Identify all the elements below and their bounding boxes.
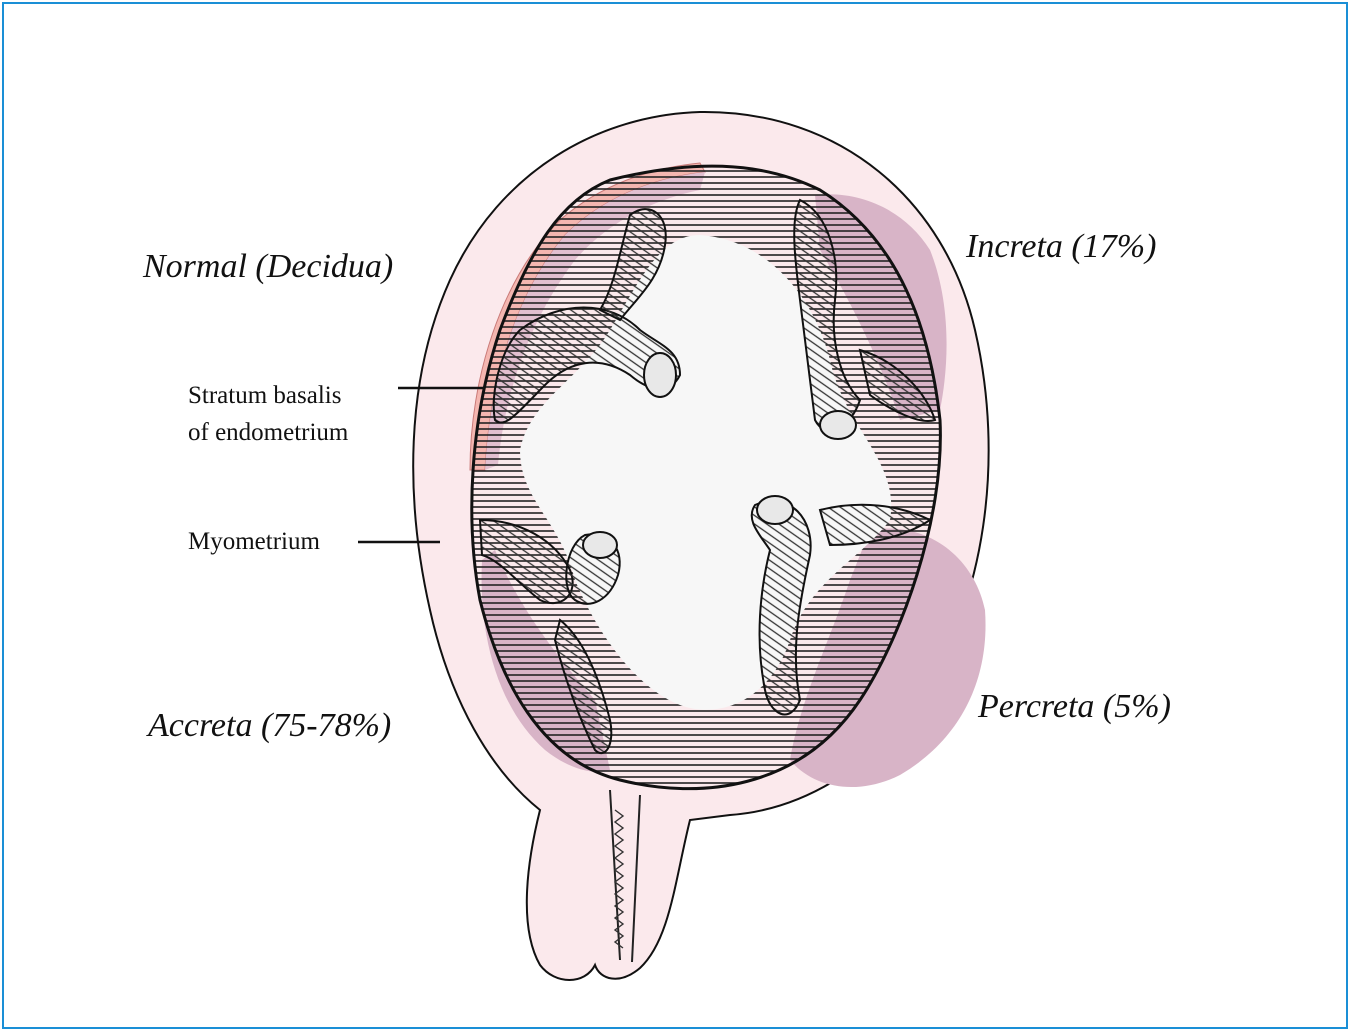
label-myometrium: Myometrium bbox=[188, 528, 320, 555]
cervical-canal-ridge bbox=[613, 809, 625, 949]
label-normal-decidua: Normal (Decidua) bbox=[142, 248, 393, 285]
label-stratum-basalis-line1: Stratum basalis bbox=[188, 382, 341, 409]
label-accreta: Accreta (75-78%) bbox=[146, 707, 391, 744]
label-increta: Increta (17%) bbox=[965, 228, 1156, 265]
label-percreta: Percreta (5%) bbox=[977, 688, 1171, 725]
chorionic-villi bbox=[478, 198, 937, 755]
label-stratum-basalis-line2: of endometrium bbox=[188, 419, 349, 446]
